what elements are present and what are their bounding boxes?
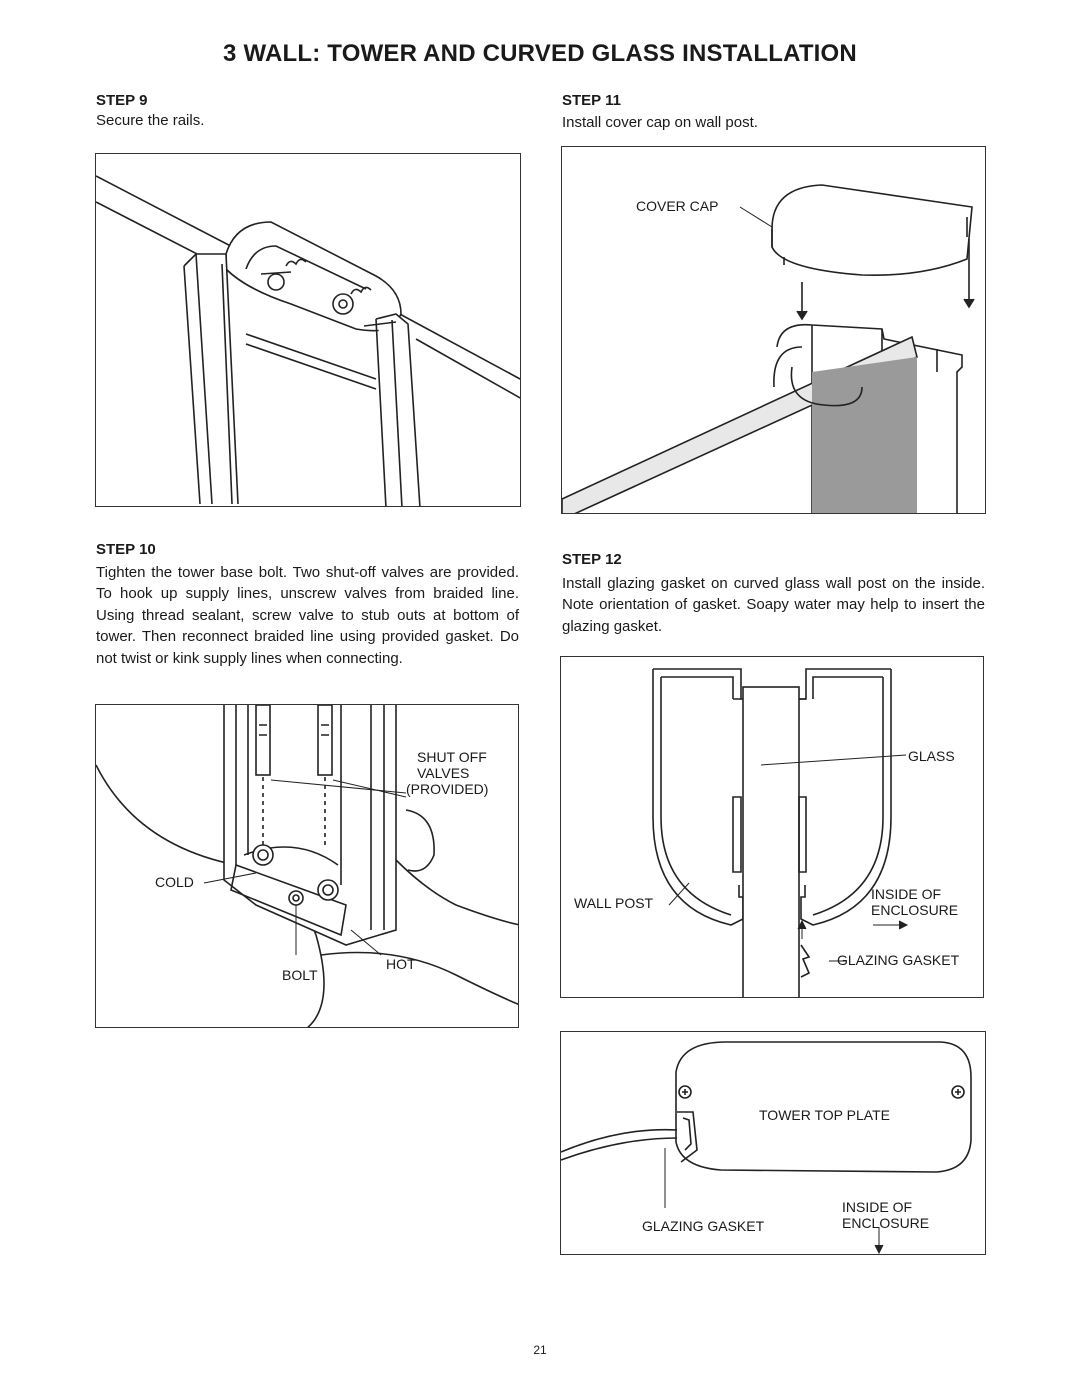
label-shut-off: SHUT OFF xyxy=(417,749,487,765)
step-12-figure-section: GLASS WALL POST INSIDE OF ENCLOSURE GLAZ… xyxy=(560,656,984,998)
step-11-heading: STEP 11 xyxy=(562,92,621,109)
label-cover-cap: COVER CAP xyxy=(636,198,719,214)
label-valves: VALVES xyxy=(417,765,470,781)
step-9-figure xyxy=(95,153,521,507)
tower-top-plate-illustration xyxy=(561,1041,972,1254)
label-glazing-gasket-2: GLAZING GASKET xyxy=(642,1218,765,1234)
label-inside-of: INSIDE OF xyxy=(871,886,942,902)
rails-illustration xyxy=(96,175,520,506)
tower-base-illustration xyxy=(96,705,518,1027)
step-10-heading: STEP 10 xyxy=(96,541,156,558)
label-bolt: BOLT xyxy=(282,967,318,983)
label-enclosure: ENCLOSURE xyxy=(871,902,959,918)
step-12-figure-top-plate: TOWER TOP PLATE INSIDE OF ENCLOSURE GLAZ… xyxy=(560,1031,986,1255)
step-9-heading: STEP 9 xyxy=(96,92,148,109)
step-11-text: Install cover cap on wall post. xyxy=(562,114,758,131)
step-10-figure: SHUT OFF VALVES (PROVIDED) COLD HOT BOLT xyxy=(95,704,519,1028)
label-glass: GLASS xyxy=(908,748,955,764)
page-title: 3 WALL: TOWER AND CURVED GLASS INSTALLAT… xyxy=(223,40,857,67)
label-glazing-gasket: GLAZING GASKET xyxy=(837,952,960,968)
label-provided: (PROVIDED) xyxy=(406,781,489,797)
step-12-text: Install glazing gasket on curved glass w… xyxy=(562,575,985,635)
label-hot: HOT xyxy=(386,956,416,972)
label-inside-of-2: INSIDE OF xyxy=(842,1199,913,1215)
cover-cap-illustration xyxy=(562,184,975,513)
label-enclosure-2: ENCLOSURE xyxy=(842,1215,930,1231)
label-cold: COLD xyxy=(155,874,194,890)
step-12-heading: STEP 12 xyxy=(562,551,622,568)
step-10-text: Tighten the tower base bolt. Two shut-of… xyxy=(96,564,519,667)
label-tower-top-plate: TOWER TOP PLATE xyxy=(759,1107,890,1123)
glazing-gasket-section-illustration xyxy=(652,668,909,997)
page-number: 21 xyxy=(533,1343,547,1357)
step-9-text: Secure the rails. xyxy=(96,112,205,129)
step-11-figure: COVER CAP xyxy=(561,146,986,514)
label-wall-post: WALL POST xyxy=(574,895,654,911)
